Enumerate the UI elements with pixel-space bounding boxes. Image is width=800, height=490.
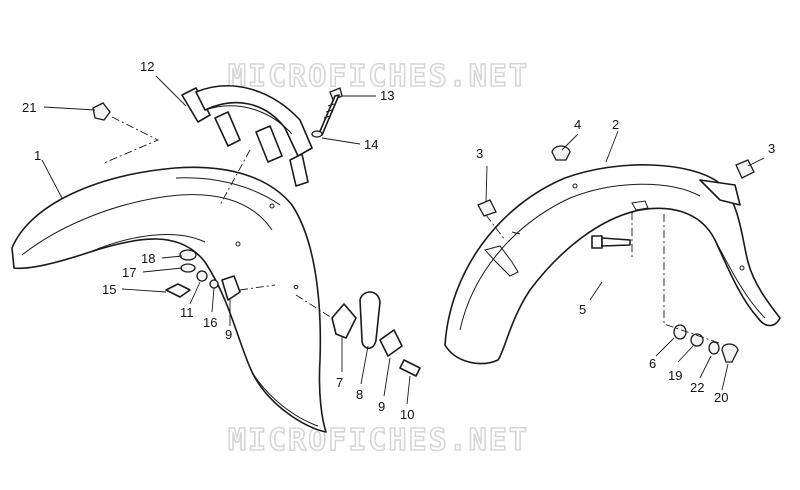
nut-20	[721, 343, 739, 363]
callout-22: 22	[690, 380, 704, 395]
washer-17	[180, 263, 196, 273]
screw-15	[165, 283, 191, 298]
washer-22	[708, 341, 720, 355]
callout-15: 15	[102, 282, 116, 297]
bolt-10	[399, 359, 421, 377]
assembly-line-9	[239, 284, 276, 291]
callout-1: 1	[34, 148, 41, 163]
washer-19	[690, 333, 704, 347]
callout-12: 12	[140, 59, 154, 74]
assembly-line-7	[295, 294, 333, 319]
grommet-3-left	[477, 199, 497, 217]
callout-9-right: 9	[378, 399, 385, 414]
callout-4: 4	[574, 117, 581, 132]
assembly-line-21	[103, 116, 160, 164]
bolt-5-head	[591, 235, 603, 249]
callout-7: 7	[336, 375, 343, 390]
callout-3-right: 3	[768, 141, 775, 156]
watermark-top: MICROFICHES.NET	[228, 59, 529, 94]
callout-9-left: 9	[225, 327, 232, 342]
cap-4	[551, 145, 571, 161]
callout-21: 21	[22, 100, 36, 115]
bushing-18	[179, 249, 197, 261]
callout-20: 20	[714, 390, 728, 405]
assembly-line-rear-2	[663, 214, 723, 345]
washer-16	[209, 279, 219, 289]
fender-bracket	[181, 85, 313, 187]
front-fender	[11, 166, 327, 433]
callout-16: 16	[203, 315, 217, 330]
front-hardware-left	[165, 249, 241, 301]
callout-19: 19	[668, 368, 682, 383]
callout-14: 14	[364, 137, 378, 152]
front-hardware-right	[331, 291, 421, 377]
callout-11: 11	[180, 305, 194, 320]
callout-18: 18	[141, 251, 155, 266]
plate-9-left	[221, 275, 241, 301]
bolt-13	[317, 87, 343, 137]
nut-11	[196, 270, 208, 282]
callout-labels: 1 2 3 3 4 5 6 7 8 9 9 10 11 12 13 14 15 …	[22, 59, 775, 422]
plate-9-right	[379, 329, 403, 357]
assembly-line-rear-3	[485, 214, 506, 241]
clip-8	[359, 291, 381, 350]
grommet-3-right	[735, 159, 755, 179]
grommet-7	[331, 303, 357, 339]
callout-2: 2	[612, 117, 619, 132]
nut-21	[92, 102, 111, 121]
washer-6	[673, 324, 687, 340]
callout-6: 6	[649, 356, 656, 371]
callout-5: 5	[579, 302, 586, 317]
callout-13: 13	[380, 88, 394, 103]
rear-fender	[444, 164, 781, 365]
callout-8: 8	[356, 387, 363, 402]
bolt-5-shank	[601, 237, 631, 247]
watermark-bottom: MICROFICHES.NET	[228, 423, 529, 458]
callout-17: 17	[122, 265, 136, 280]
leader-lines	[41, 75, 765, 405]
callout-10: 10	[400, 407, 414, 422]
washer-14	[311, 130, 323, 138]
callout-3-left: 3	[476, 146, 483, 161]
assembly-line-bracket	[219, 149, 251, 206]
